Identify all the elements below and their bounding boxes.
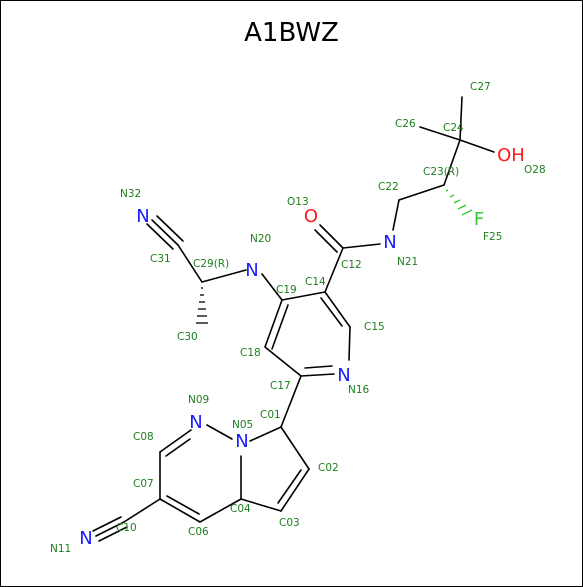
bond-c15-c14 [324,291,351,328]
atom-label-c02: C02 [318,462,339,474]
atom-symbol-n05: N [235,431,248,452]
atom-label-f25: F25 [483,231,502,243]
bond-c02-c03-inner [277,469,302,504]
bond-c14-c19 [281,291,326,301]
atom-label-c04: C04 [230,503,251,515]
atom-symbol-n16: N [337,365,350,386]
bond-c08-n09 [159,429,192,453]
atom-label-n09: N09 [188,394,209,406]
bond-c01-c02 [280,426,310,470]
atom-symbol-f25: F [474,209,484,230]
bond-c15-c14-inner [320,297,343,327]
bond-c22-c23 [398,184,445,201]
atom-symbol-n09: N [189,412,202,433]
atom-symbol-n11: N [79,528,92,549]
bond-c29-c31 [177,244,203,283]
bond-c18-c17 [264,346,302,377]
atom-label-n32: N32 [120,188,141,200]
stereo-hash-c23-f25 [445,189,473,216]
atom-label-c15: C15 [364,321,385,333]
atom-label-c19: C19 [276,284,297,296]
bond-c19-c18-inner [271,304,289,350]
atom-label-c17: C17 [270,380,291,392]
bond-c01-c17 [280,375,302,428]
bond-c23-c24 [443,139,461,186]
atom-label-n16: N16 [348,384,370,396]
bond-c06-c07 [159,498,201,523]
bonds [92,96,495,542]
bond-c14-c12 [324,247,344,293]
bond-c19-n20 [261,273,283,301]
atom-label-n11: N11 [50,543,71,555]
atom-label-c10: C10 [116,522,137,534]
atom-label-c29: C29(R) [193,258,229,270]
bond-c17-n16 [300,373,335,377]
atom-label-c27: C27 [470,81,491,93]
atom-label-o13: O13 [287,196,309,208]
bond-c12-o13 [319,224,344,249]
atom-label-c24: C24 [443,122,464,134]
bond-c10-n11 [92,516,128,542]
atom-symbol-n20: N [245,260,258,281]
bond-n20-c29 [201,269,247,283]
atom-label-c08: C08 [133,431,154,443]
atom-symbol-n32: N [136,206,149,227]
bond-c24-oh [459,139,495,153]
atom-symbol-n21: N [383,232,396,253]
bond-c12-o13-inner [314,229,338,253]
atom-label-c14: C14 [305,276,326,288]
stereo-hash-c29-c30 [196,287,208,324]
bond-c12-n21 [342,243,381,249]
atom-label-n21: N21 [397,256,418,268]
bond-c08-n09-inner [165,438,191,457]
bond-c31-n32 [146,215,184,250]
atom-label-c26: C26 [395,118,416,130]
atom-label-c31: C31 [150,253,171,265]
atom-symbol-o28: OH [497,145,525,166]
atom-label-c18: C18 [240,347,261,359]
atom-label-c06: C06 [188,526,209,538]
bond-c06-c07-inner [166,495,200,515]
bond-c17-n16-inner [304,365,333,369]
bond-c07-c10 [123,498,161,523]
bond-c24-c27 [459,96,463,141]
bond-n16-c15 [348,326,351,361]
atom-label-o28: O28 [524,164,546,176]
bond-c03-c04 [240,498,282,512]
bond-n21-c22 [392,199,400,231]
bond-c04-c06 [199,498,242,523]
atom-label-c07: C07 [133,478,154,490]
bond-c02-c03 [280,468,310,512]
bond-n05-c01 [249,426,282,442]
atom-label-c03: C03 [279,517,300,529]
bond-n09-n05 [206,424,233,440]
atom-label-c23: C23(R) [423,166,459,178]
atom-label-c22: C22 [378,181,399,193]
atom-label-n05: N05 [232,419,253,431]
bond-c19-c18 [264,299,283,348]
atom-label-c30: C30 [177,331,198,343]
bond-c24-c26 [419,126,461,141]
atom-label-c01: C01 [260,409,281,421]
molecule-title: A1BWZ [244,18,339,48]
atom-label-n20: N20 [250,233,271,245]
atom-label-c12: C12 [341,259,362,271]
atom-symbol-o13: O [304,206,318,227]
atom-labels: C01 C02 C03 C04 N05 C06 C07 C08 N09 C10 … [50,81,546,555]
